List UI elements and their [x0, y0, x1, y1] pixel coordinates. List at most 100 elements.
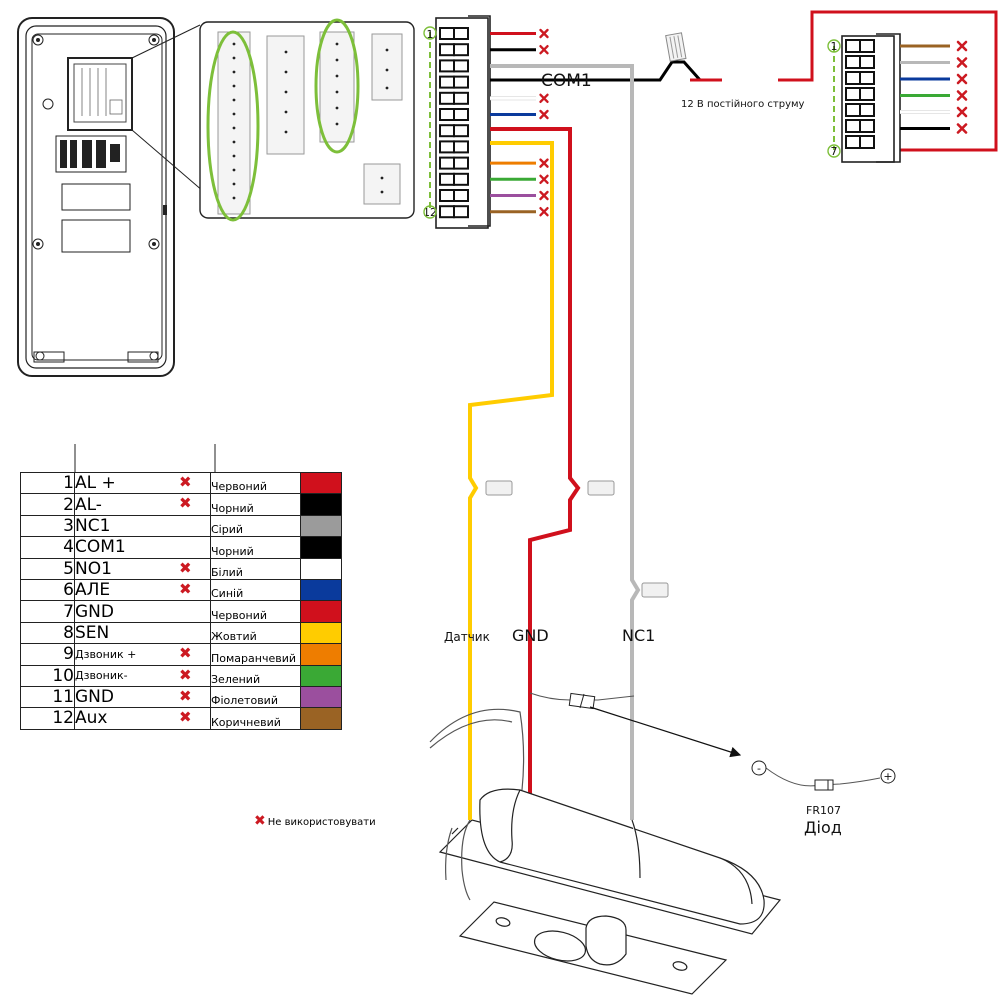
main-connector [429, 15, 491, 229]
unused-x-icon [956, 73, 968, 85]
pin-color-swatch [300, 514, 342, 538]
connector-pin [453, 108, 469, 121]
connector-pin [859, 135, 875, 149]
unused-x-icon [539, 158, 549, 168]
pin-first-label: 1 [427, 28, 434, 41]
connector-pin [453, 140, 469, 154]
pin-color-swatch [300, 685, 342, 709]
psu-red-wire [778, 10, 998, 152]
diode-detail [751, 760, 896, 791]
pin-signal: Дзвоник + ✖ [74, 643, 211, 666]
pin-number: 1 [20, 471, 75, 495]
pin-color-name: Зелений [210, 664, 301, 687]
unused-x-icon: ✖ [179, 686, 192, 705]
connector-pin [859, 55, 875, 69]
connector-pin [453, 43, 469, 57]
pin-signal: NO1 ✖ [74, 557, 211, 580]
nc1-wire [490, 64, 641, 820]
connector-pin [859, 87, 875, 101]
pin-number: 12 [20, 707, 75, 730]
pin-color-swatch [300, 621, 342, 645]
pin-signal-text: NC1 [75, 515, 111, 536]
pin-signal: АЛЕ✖ [74, 578, 211, 602]
pin-signal-text: COM1 [75, 537, 126, 558]
unused-x-icon [539, 206, 549, 217]
unused-x-icon [539, 190, 549, 201]
pin-color-name: Фіолетовий [210, 685, 301, 709]
pin-color-swatch [300, 643, 342, 666]
pin-color-swatch [300, 557, 342, 580]
reader-device [17, 17, 175, 377]
pin-color-swatch [300, 471, 342, 495]
connector-pin [439, 75, 455, 89]
zoom-line [131, 24, 201, 59]
legend-note-text: Не використовувати [267, 817, 376, 828]
highlight-ellipse [314, 18, 360, 154]
unused-x-icon [956, 57, 968, 68]
connector-pin [845, 135, 861, 149]
unused-x-icon [539, 28, 549, 39]
connector-pin [439, 172, 455, 186]
pin-number: 11 [20, 685, 75, 709]
connector-pin [453, 91, 469, 105]
unused-x-icon [956, 90, 968, 101]
pin-signal: AL-✖ [74, 493, 211, 516]
main-wires [490, 28, 549, 217]
diode-minus: - [757, 762, 761, 775]
aux-pin-first-label: 1 [831, 40, 838, 53]
connector-pin [439, 124, 455, 138]
pin-color-name: Жовтий [210, 621, 301, 645]
pin-color-name: Чорний [210, 493, 301, 516]
unused-x-icon [539, 45, 549, 55]
pin-color-name: Помаранчевий [210, 643, 301, 666]
unused-x-icon: ✖ [179, 644, 192, 663]
connector-pin [439, 140, 455, 154]
connector-pin [439, 59, 455, 73]
connector-pin [453, 124, 469, 138]
pin-color-name: Червоний [210, 471, 301, 495]
gnd-wire [490, 127, 581, 800]
connector-pin [453, 189, 469, 202]
connector-pin [845, 71, 861, 85]
unused-x-icon [956, 123, 968, 134]
pin-color-name: Синій [210, 578, 301, 602]
unused-x-icon: ✖ [179, 558, 192, 577]
connector-pin [439, 27, 455, 40]
pin-color-name: Червоний [210, 600, 301, 623]
pin-number: 3 [20, 514, 75, 538]
pin-signal: NC1 [74, 514, 211, 538]
aux-connector [833, 33, 901, 163]
pin-color-name: Білий [210, 557, 301, 580]
nc1-label: NC1 [622, 626, 655, 645]
diode-model-label: FR107 [806, 804, 841, 817]
pin-signal: Дзвоник- ✖ [74, 664, 211, 687]
pin-signal-text: GND [75, 687, 114, 708]
pin-signal-text: NO1 [75, 558, 112, 579]
wire-sleeves [485, 480, 669, 598]
pin-signal-text: Дзвоник- [75, 669, 128, 683]
pin-signal-text: Дзвоник + [75, 647, 137, 661]
electric-lock [429, 708, 782, 995]
unused-x-icon [956, 106, 968, 118]
pin-color-name: Сірий [210, 514, 301, 538]
diode-label: Діод [804, 818, 842, 837]
connector-pin [453, 75, 469, 89]
unused-x-icon: ✖ [179, 665, 192, 684]
sen-wire [468, 141, 554, 820]
diode-arrow [589, 706, 742, 758]
connector-pin [439, 91, 455, 105]
pin-color-swatch [300, 536, 342, 559]
pin-signal: GND [74, 600, 211, 623]
pin-number: 9 [20, 643, 75, 666]
pin-number: 2 [20, 493, 75, 516]
connector-pin [453, 172, 469, 186]
